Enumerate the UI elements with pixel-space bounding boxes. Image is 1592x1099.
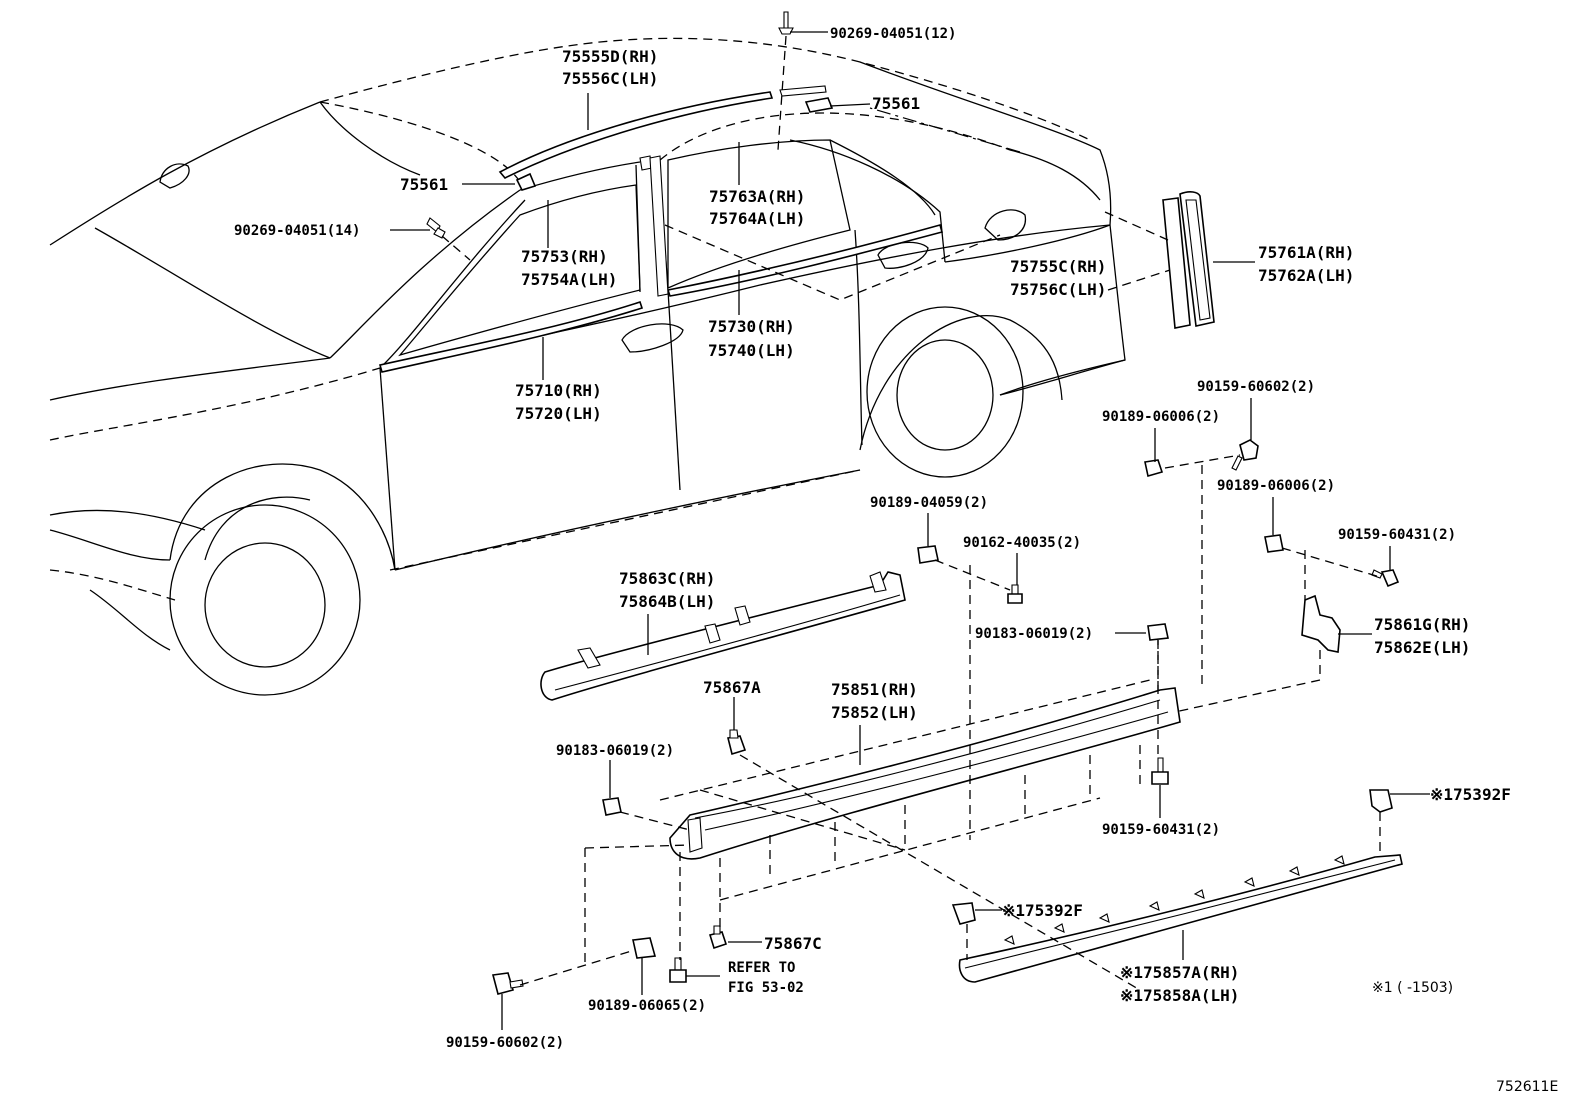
clip-75867c-part (708, 925, 728, 950)
label-screw-90162-40035: 90162-40035(2) (963, 535, 1081, 551)
nut-90189-06065-part (632, 937, 657, 959)
assembly-dashed-lines (519, 454, 1381, 991)
label-clip-75561-left: 75561 (400, 175, 448, 194)
label-screw-90159-60602-top: 90159-60602(2) (1197, 379, 1315, 395)
label-molding-75755c-rh: 75755C(RH) (1010, 257, 1106, 276)
label-molding-75857a-rh: ※175857A(RH) (1120, 963, 1239, 982)
label-molding-75754a-lh: 75754A(LH) (521, 270, 617, 289)
label-clip-90269-04051-14: 90269-04051(14) (234, 223, 360, 239)
label-nut-90189-06006-a: 90189-06006(2) (1102, 409, 1220, 425)
label-screw-90159-60602-bottom: 90159-60602(2) (446, 1035, 564, 1051)
leader-lines (390, 31, 1430, 1030)
screw-refer-fig-part (669, 957, 687, 983)
label-bracket-75861g-rh: 75861G(RH) (1374, 615, 1470, 634)
label-nut-90189-06006-b: 90189-06006(2) (1217, 478, 1335, 494)
screw-90159-60431-right-part (1371, 569, 1400, 588)
label-molding-75556c-lh: 75556C(LH) (562, 69, 658, 88)
molding-75857a (958, 854, 1403, 983)
clip-75392f-right-part (1369, 789, 1393, 813)
sill-75863c-upper (540, 571, 906, 701)
label-molding-75555d-rh: 75555D(RH) (562, 47, 658, 66)
label-molding-75710-rh: 75710(RH) (515, 381, 602, 400)
screw-90162-40035-part (1007, 584, 1023, 604)
label-nut-90183-06019-left: 90183-06019(2) (556, 743, 674, 759)
label-clip-75867c: 75867C (764, 934, 822, 953)
label-sill-75851-rh: 75851(RH) (831, 680, 918, 699)
nut-90183-06019-right-part (1147, 623, 1169, 641)
clip-75867a-part (727, 729, 747, 756)
belt-molding-front (378, 300, 644, 373)
roof-molding (498, 85, 827, 179)
label-clip-75867a: 75867A (703, 678, 761, 697)
label-molding-75858a-lh: ※175858A(LH) (1120, 986, 1239, 1005)
screw-90159-60431-bottom-part (1151, 757, 1169, 785)
label-garnish-75762a-lh: 75762A(LH) (1258, 266, 1354, 285)
label-nut-90183-06019-right: 90183-06019(2) (975, 626, 1093, 642)
nut-90189-04059-part (917, 545, 939, 564)
label-nut-90189-06065: 90189-06065(2) (588, 998, 706, 1014)
label-molding-75740-lh: 75740(LH) (708, 341, 795, 360)
callout-labels: 90269-04051(12) 75555D(RH) 75556C(LH) 75… (234, 26, 1558, 1095)
sill-75851-main (669, 687, 1181, 860)
belt-molding-rear (666, 224, 943, 297)
label-refer-line2: FIG 53-02 (728, 980, 804, 996)
label-sill-75863c-rh: 75863C(RH) (619, 569, 715, 588)
label-screw-90159-60431-bottom: 90159-60431(2) (1102, 822, 1220, 838)
nut-90183-06019-left-part (602, 797, 622, 816)
figure-id: 752611E (1496, 1079, 1558, 1095)
label-molding-75764a-lh: 75764A(LH) (709, 209, 805, 228)
label-molding-75753-rh: 75753(RH) (521, 247, 608, 266)
bracket-75861g (1301, 594, 1341, 653)
label-bracket-75862e-lh: 75862E(LH) (1374, 638, 1470, 657)
nut-90189-06006-a-part (1144, 459, 1164, 478)
label-molding-75730-rh: 75730(RH) (708, 317, 795, 336)
clip-75561-left-part (515, 172, 537, 191)
label-refer-line1: REFER TO (728, 960, 795, 976)
pin-90269-04051-14 (426, 217, 471, 261)
clip-75392f-left-part (951, 902, 976, 925)
pin-90269-04051-12 (777, 11, 794, 151)
label-clip-90269-04051-12: 90269-04051(12) (830, 26, 956, 42)
nut-90189-06006-b-part (1264, 534, 1284, 553)
garnish-75761a (1162, 191, 1215, 329)
label-clip-75392f-left: ※175392F (1002, 901, 1083, 920)
label-clip-75561-top: 75561 (872, 94, 920, 113)
screw-90159-60602-bottom-part (491, 972, 524, 995)
footnote: ※1 ( -1503) (1372, 980, 1453, 996)
car-dashed-leaders (664, 107, 1171, 301)
label-sill-75852-lh: 75852(LH) (831, 703, 918, 722)
label-sill-75864b-lh: 75864B(LH) (619, 592, 715, 611)
label-screw-90159-60431-right: 90159-60431(2) (1338, 527, 1456, 543)
label-nut-90189-04059: 90189-04059(2) (870, 495, 988, 511)
label-molding-75763a-rh: 75763A(RH) (709, 187, 805, 206)
label-garnish-75761a-rh: 75761A(RH) (1258, 243, 1354, 262)
label-molding-75720-lh: 75720(LH) (515, 404, 602, 423)
screw-90159-60602-top-part (1231, 439, 1259, 471)
window-frame-molding (639, 155, 669, 297)
clip-75561-top-part (804, 97, 834, 113)
label-molding-75756c-lh: 75756C(LH) (1010, 280, 1106, 299)
label-clip-75392f-right: ※175392F (1430, 785, 1511, 804)
